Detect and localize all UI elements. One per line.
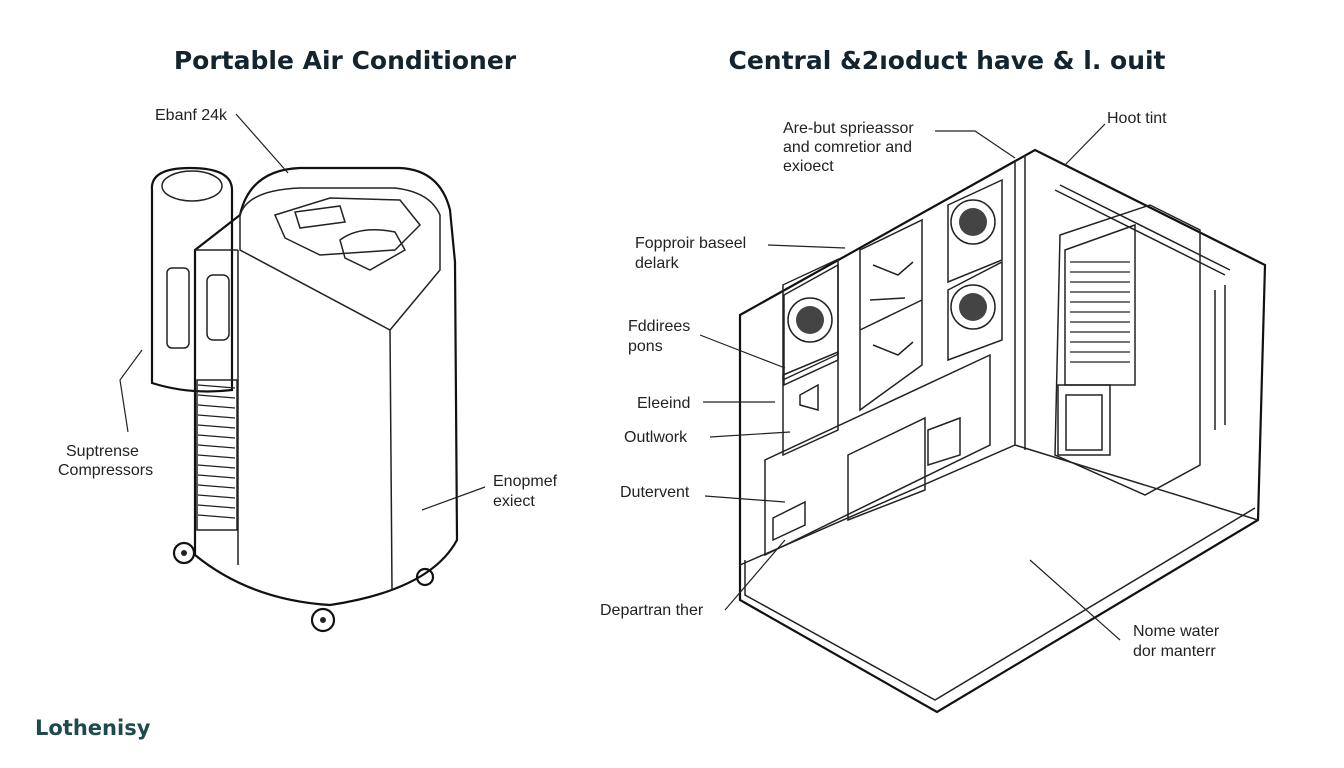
ac-body bbox=[193, 166, 459, 607]
label-exhaust-line1: Enopmef bbox=[493, 473, 558, 490]
label-water-line1: Nome water bbox=[1133, 623, 1220, 640]
label-top-line2: and comretior and bbox=[783, 139, 912, 156]
wheel-icon bbox=[310, 607, 336, 633]
label-fdd-line1: Fddirees bbox=[628, 318, 690, 335]
label-base-line2: delark bbox=[635, 255, 680, 272]
label-departran: Departran ther bbox=[600, 602, 704, 619]
wheel-icon bbox=[415, 567, 435, 587]
label-exhaust-line2: exiect bbox=[493, 493, 535, 510]
label-base-line1: Fopproir baseel bbox=[635, 235, 746, 252]
central-ac-title: Central &2ıoduct have & l. ouit bbox=[728, 46, 1165, 75]
exhaust-hose-icon bbox=[150, 166, 234, 393]
label-hoot: Hoot tint bbox=[1107, 110, 1167, 127]
portable-ac-title: Portable Air Conditioner bbox=[174, 46, 517, 75]
label-water-line2: dor manterr bbox=[1133, 643, 1216, 660]
label-top: Ebanf 24k bbox=[155, 107, 228, 124]
label-compressor-line1: Suptrense bbox=[66, 443, 139, 460]
label-eleeind: Eleeind bbox=[637, 395, 690, 412]
label-top-line3: exioect bbox=[783, 158, 834, 175]
label-outlwork: Outlwork bbox=[624, 429, 688, 446]
portable-ac-illustration bbox=[150, 166, 459, 633]
label-compressor-line2: Compressors bbox=[58, 462, 153, 479]
label-fdd-line2: pons bbox=[628, 338, 663, 355]
fan-icon bbox=[787, 199, 996, 343]
brand-logo: Lothenisy bbox=[35, 716, 151, 740]
central-ac-illustration bbox=[738, 148, 1267, 714]
wheel-icon bbox=[172, 541, 196, 565]
label-dutervent: Dutervent bbox=[620, 484, 690, 501]
label-top-line1: Are-but sprieassor bbox=[783, 120, 914, 137]
